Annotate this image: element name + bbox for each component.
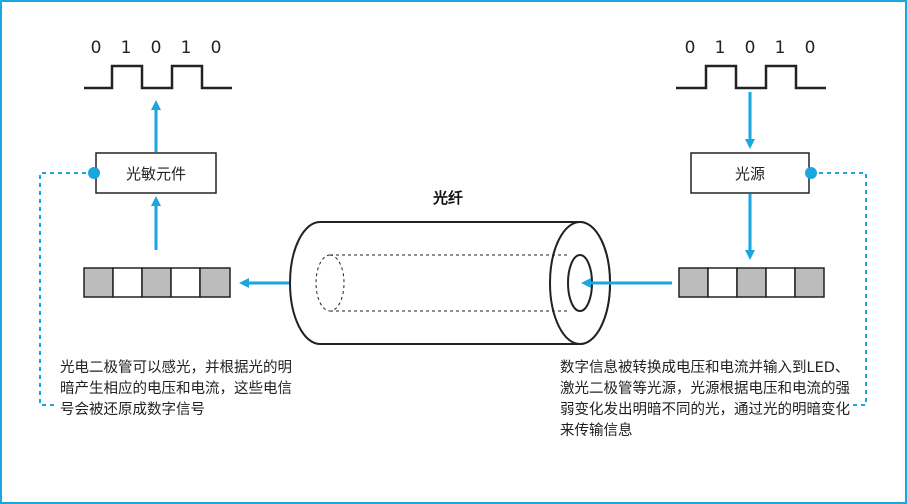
- receiver-description: 光电二极管可以感光，并根据光的明暗产生相应的电压和电流，这些电信号会被还原成数字…: [60, 360, 292, 418]
- transmitter-connector-line: [811, 172, 867, 406]
- fiber-label: 光纤: [432, 189, 463, 207]
- receiver-connector-line: [39, 172, 94, 406]
- receiver-waveform: [84, 64, 232, 90]
- transmitter-bit-labels: 0 1 0 1 0: [685, 38, 816, 58]
- receiver-bit-3: 1: [181, 38, 192, 58]
- receiver-light-pattern: [83, 267, 231, 298]
- receiver-bit-0: 0: [91, 38, 102, 58]
- transmitter-bit-2: 0: [745, 38, 756, 58]
- transmitter-light-cell: [678, 267, 709, 298]
- photosensor-label: 光敏元件: [126, 165, 186, 183]
- receiver-bit-1: 1: [121, 38, 132, 58]
- receiver-light-cell: [199, 267, 231, 298]
- transmitter-bit-4: 0: [805, 38, 816, 58]
- transmitter-connector-dot-icon: [805, 167, 817, 179]
- optical-fiber: [289, 221, 611, 345]
- receiver-connector-dot-icon: [88, 167, 100, 179]
- receiver-bit-labels: 0 1 0 1 0: [91, 38, 222, 58]
- photosensor-box: [95, 152, 217, 194]
- transmitter-bit-1: 1: [715, 38, 726, 58]
- receiver-light-cell: [83, 267, 114, 298]
- receiver-bit-2: 0: [151, 38, 162, 58]
- transmitter-bit-0: 0: [685, 38, 696, 58]
- transmitter-light-pattern: [678, 267, 825, 298]
- transmitter-light-cell: [765, 267, 796, 298]
- transmitter-light-cell: [794, 267, 825, 298]
- transmitter-description: 数字信息被转换成电压和电流并输入到LED、激光二极管等光源，光源根据电压和电流的…: [560, 360, 850, 439]
- transmitter-bit-3: 1: [775, 38, 786, 58]
- transmitter-light-cell: [736, 267, 767, 298]
- receiver-light-cell: [112, 267, 143, 298]
- transmitter-waveform: [676, 64, 826, 90]
- receiver-light-cell: [141, 267, 172, 298]
- light-source-label: 光源: [735, 165, 765, 183]
- receiver-bit-4: 0: [211, 38, 222, 58]
- transmitter-light-cell: [707, 267, 738, 298]
- receiver-light-cell: [170, 267, 201, 298]
